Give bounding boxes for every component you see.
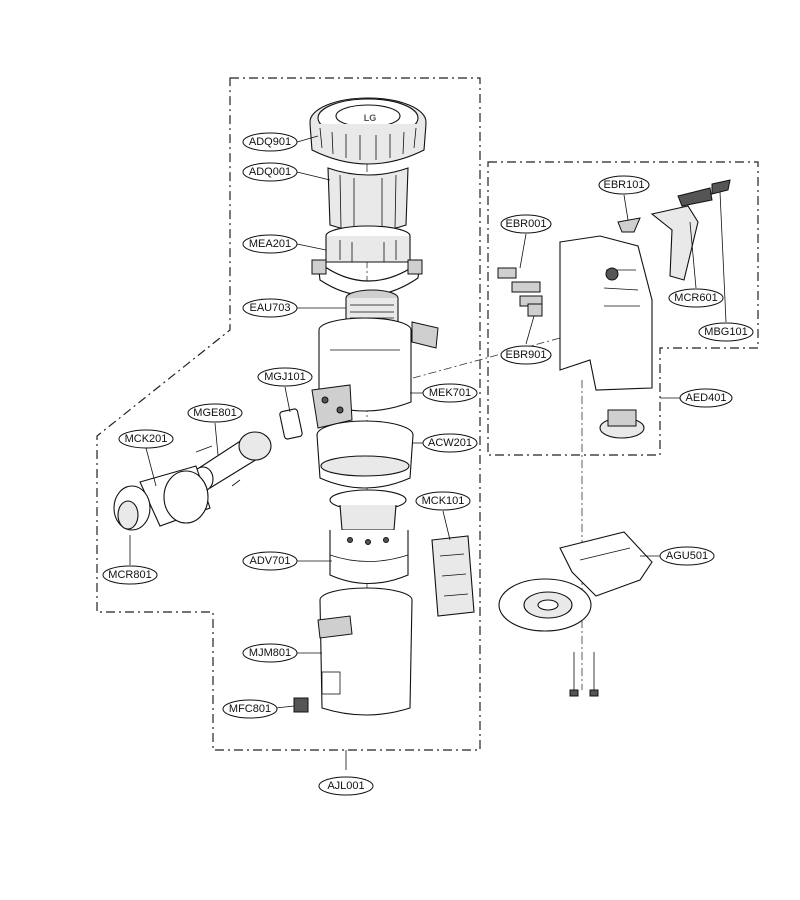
pcb-part bbox=[431, 535, 475, 617]
label-aed401-text: AED401 bbox=[686, 392, 727, 404]
leader-mck101 bbox=[442, 510, 451, 541]
label-ebr901-text: EBR901 bbox=[506, 349, 547, 361]
motor-housing-part bbox=[311, 225, 423, 297]
label-eau703: EAU703 bbox=[242, 298, 298, 318]
label-ajl001: AJL001 bbox=[318, 776, 374, 796]
label-mge801-text: MGE801 bbox=[193, 407, 236, 419]
label-adq901: ADQ901 bbox=[242, 132, 298, 152]
label-mjm801-text: MJM801 bbox=[249, 647, 291, 659]
leader-adq901 bbox=[296, 135, 319, 143]
label-mck101-text: MCK101 bbox=[422, 495, 465, 507]
label-mcr601: MCR601 bbox=[668, 288, 724, 308]
leader-mcr601 bbox=[689, 221, 697, 289]
label-adv701: ADV701 bbox=[242, 551, 298, 571]
leader-mck201 bbox=[145, 447, 157, 487]
leader-mge801 bbox=[214, 422, 219, 456]
leader-mgj101 bbox=[284, 386, 291, 413]
label-adq001-text: ADQ001 bbox=[249, 166, 291, 178]
handle-assembly-boundary bbox=[487, 161, 759, 456]
dust-bin-upper-part bbox=[329, 489, 409, 585]
label-mbg101: MBG101 bbox=[698, 322, 754, 342]
leader-mfc801 bbox=[275, 705, 295, 709]
label-ebr001-text: EBR001 bbox=[506, 218, 547, 230]
handle-body-part bbox=[559, 235, 653, 391]
label-mek701-text: MEK701 bbox=[429, 387, 471, 399]
label-mjm801: MJM801 bbox=[242, 643, 298, 663]
label-mcr801: MCR801 bbox=[102, 565, 158, 585]
label-mcr801-text: MCR801 bbox=[108, 569, 151, 581]
label-mgj101-text: MGJ101 bbox=[264, 371, 306, 383]
filter-body-part bbox=[327, 167, 409, 232]
label-aed401: AED401 bbox=[679, 388, 733, 408]
leader-ebr901 bbox=[525, 315, 535, 345]
label-acw201: ACW201 bbox=[422, 433, 478, 453]
label-mck201-text: MCK201 bbox=[125, 433, 168, 445]
base-tray-part bbox=[498, 531, 653, 632]
label-ajl001-text: AJL001 bbox=[327, 780, 364, 792]
label-mbg101-text: MBG101 bbox=[704, 326, 747, 338]
label-mge801: MGE801 bbox=[187, 403, 243, 423]
label-mck101: MCK101 bbox=[415, 491, 471, 511]
label-mek701: MEK701 bbox=[422, 383, 478, 403]
main-assembly-boundary bbox=[96, 77, 481, 751]
label-adv701-text: ADV701 bbox=[250, 555, 291, 567]
subassembly-link-line bbox=[412, 337, 561, 379]
small-cover-part bbox=[293, 697, 309, 713]
gasket-part bbox=[279, 384, 353, 440]
handle-grip-part bbox=[650, 205, 699, 281]
inlet-funnel-part bbox=[113, 465, 211, 531]
handle-button-part bbox=[617, 217, 641, 233]
label-adq901-text: ADQ901 bbox=[249, 136, 291, 148]
label-eau703-text: EAU703 bbox=[250, 302, 291, 314]
leader-ebr101 bbox=[623, 194, 629, 221]
battery-connector-part bbox=[599, 409, 645, 439]
label-mea201: MEA201 bbox=[242, 234, 298, 254]
leader-mea201 bbox=[296, 243, 327, 251]
label-ebr101: EBR101 bbox=[598, 175, 650, 195]
label-adq001: ADQ001 bbox=[242, 162, 298, 182]
label-ebr001: EBR001 bbox=[500, 214, 552, 234]
filter-cap-part: LG bbox=[309, 97, 427, 165]
label-mfc801-text: MFC801 bbox=[229, 703, 271, 715]
label-mgj101: MGJ101 bbox=[257, 367, 313, 387]
leader-mbg101 bbox=[719, 191, 727, 323]
label-acw201-text: ACW201 bbox=[428, 437, 472, 449]
leader-ebr001 bbox=[519, 233, 527, 269]
connector-parts bbox=[497, 267, 543, 317]
label-mea201-text: MEA201 bbox=[249, 238, 291, 250]
screws-part bbox=[569, 652, 599, 697]
label-mfc801: MFC801 bbox=[222, 699, 278, 719]
cap-logo: LG bbox=[364, 113, 377, 123]
label-mcr601-text: MCR601 bbox=[674, 292, 717, 304]
label-ebr101-text: EBR101 bbox=[604, 179, 645, 191]
label-mck201: MCK201 bbox=[118, 429, 174, 449]
cyclone-ring-part bbox=[316, 420, 414, 489]
handle-trigger-part bbox=[677, 179, 731, 207]
label-ebr901: EBR901 bbox=[500, 345, 552, 365]
label-agu501-text: AGU501 bbox=[666, 550, 708, 562]
leader-adq001 bbox=[296, 171, 331, 181]
label-agu501: AGU501 bbox=[659, 546, 715, 566]
nozzle-assembly-part bbox=[192, 431, 272, 492]
dust-bin-lower-part bbox=[317, 587, 413, 716]
